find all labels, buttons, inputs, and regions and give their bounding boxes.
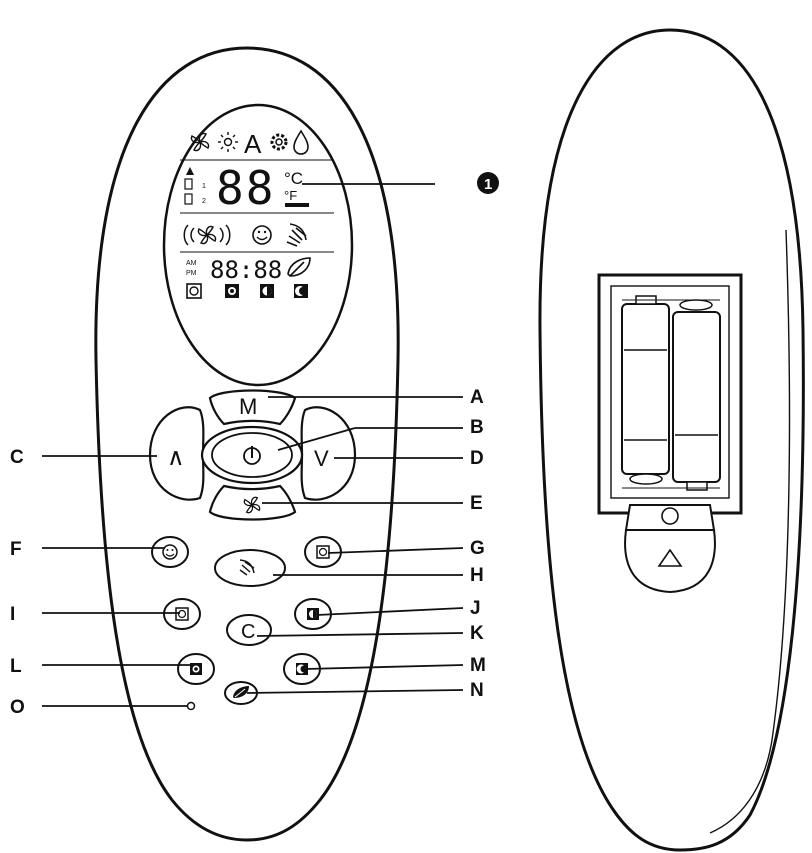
timer-off-icon [225,284,239,298]
moon-icon [294,284,308,298]
label-B: B [470,417,484,438]
callout-1-number: 1 [484,176,492,193]
unit-bar [285,203,309,207]
label-I: I [10,604,15,625]
label-N: N [470,680,484,701]
battery-door[interactable] [624,504,716,594]
battery-indicator-1 [184,178,193,190]
label-C: C [10,447,24,468]
signal-fan-icon [183,224,231,246]
ir-led [186,701,196,711]
swing-icon [286,223,307,247]
half-moon-button[interactable] [294,598,332,630]
fan-speed-button-shape[interactable] [208,484,297,521]
pm-indicator: PM [186,270,197,277]
label-E: E [470,493,483,514]
leader-B [277,427,356,451]
timer-button[interactable] [163,598,201,630]
sun-icon [218,132,238,152]
battery-row-1: 1 [202,183,206,190]
leader-M [304,664,464,670]
timer-off-button[interactable] [177,653,215,685]
smiley-button[interactable] [151,536,189,568]
temp-up-button-shape[interactable] [148,406,205,501]
lcd-display: A 1 2 88 °C °F [162,103,354,387]
label-H: H [470,565,484,586]
sleep-button[interactable] [283,653,321,685]
am-indicator: AM [186,260,197,267]
label-D: D [470,448,484,469]
dpad-cluster: M ∧ V [148,389,357,521]
timer-on-icon [186,283,202,299]
drop-icon [293,129,309,155]
label-L: L [10,656,22,677]
clock-digits: 88:88 [210,256,282,284]
temp-up-button-label: ∧ [167,444,185,471]
label-M: M [470,655,486,676]
triangle-icon [657,548,683,567]
label-J: J [470,598,481,619]
door-latch [661,507,679,525]
leader-N [246,689,464,694]
signal-indicator [186,167,194,175]
leader-J [316,607,464,616]
mode-button-shape[interactable] [208,389,297,426]
smiley-icon [252,225,272,245]
half-moon-icon [260,284,274,298]
label-A: A [470,387,484,408]
mode-button-label: M [239,394,257,419]
temp-down-button-label: V [314,446,329,471]
leader-K [256,632,464,637]
label-K: K [470,623,484,644]
gear-icon [270,133,288,151]
remote-back-edge-highlight [709,229,791,834]
auto-mode-glyph: A [244,129,262,159]
battery-compartment-icon [597,273,743,515]
remote-back [538,28,805,852]
leader-G [327,547,464,554]
leaf-icon [287,257,311,277]
swing-button[interactable] [214,549,286,587]
callouts [42,183,464,707]
battery-indicator-2 [184,193,193,205]
unit-celsius: °C [284,169,303,188]
display-window [162,103,354,387]
unit-fahrenheit: °F [284,188,297,203]
label-O: O [10,697,25,718]
callout-1-badge: 1 [477,172,499,194]
label-G: G [470,538,485,559]
clear-button-label: C [241,621,255,643]
power-icon [243,446,261,465]
power-button-inner [211,432,293,478]
remote-front: A 1 2 88 °C °F [94,46,400,842]
temp-down-button-shape[interactable] [300,406,357,501]
clear-button[interactable]: C [226,614,272,646]
battery-row-2: 2 [202,198,206,205]
label-F: F [10,539,22,560]
temperature-digits: 88 [216,161,275,215]
